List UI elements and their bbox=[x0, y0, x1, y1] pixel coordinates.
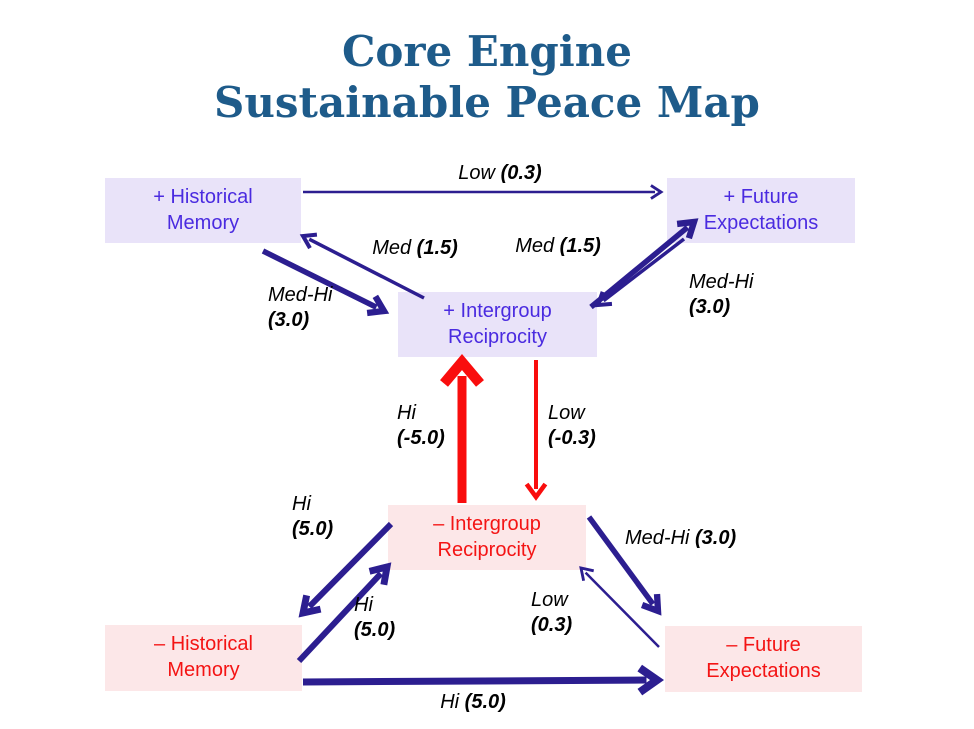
node-label-line: Reciprocity bbox=[437, 538, 537, 561]
edge-label-neg-hm-to-neg-fe: Hi (5.0) bbox=[440, 691, 506, 713]
edge-neg-intergroup-reciprocity-to-pos-intergroup-reciprocity bbox=[440, 353, 484, 503]
edge-label-neg-fe-to-neg-ir: Low (0.3) bbox=[531, 589, 573, 636]
edge-line bbox=[584, 571, 660, 648]
edge-arrowhead bbox=[368, 562, 392, 586]
edge-pos-historical-memory-to-pos-future-expectations bbox=[303, 184, 664, 200]
node-label-line: Reciprocity bbox=[448, 325, 547, 348]
node-neg-intergroup-reciprocity: – Intergroup Reciprocity bbox=[388, 505, 586, 570]
edge-label-pos-hm-to-pos-fe: Low (0.3) bbox=[458, 162, 542, 184]
page-title-line-2: Sustainable Peace Map bbox=[214, 78, 760, 128]
page-title-line-1: Core Engine bbox=[341, 27, 633, 76]
edge-label-pos-hm-to-pos-ir: Med-Hi (3.0) bbox=[268, 284, 333, 331]
edge-arrowhead bbox=[637, 664, 665, 696]
edge-label-neg-ir-to-pos-ir: Hi (-5.0) bbox=[397, 402, 445, 449]
edge-label-neg-ir-to-neg-fe: Med-Hi (3.0) bbox=[625, 527, 737, 549]
node-label-line: – Future bbox=[726, 634, 801, 657]
edge-line bbox=[302, 676, 647, 686]
edge-arrowhead bbox=[595, 291, 613, 308]
node-label-line: Expectations bbox=[706, 660, 821, 682]
edge-arrowhead bbox=[640, 593, 662, 616]
edge-label-neg-hm-to-neg-ir: Hi (5.0) bbox=[354, 594, 396, 641]
edge-label-pos-ir-to-pos-hm: Med (1.5) bbox=[372, 237, 458, 259]
edge-label-pos-ir-to-neg-ir: Low (-0.3) bbox=[548, 402, 596, 449]
node-label-line: + Intergroup bbox=[443, 299, 552, 322]
edge-neg-historical-memory-to-neg-future-expectations bbox=[302, 664, 665, 696]
node-label-line: Expectations bbox=[703, 211, 819, 234]
edge-label-neg-ir-to-neg-hm: Hi (5.0) bbox=[292, 493, 334, 540]
node-pos-historical-memory: + Historical Memory bbox=[105, 178, 301, 243]
edge-arrowhead bbox=[440, 353, 484, 387]
edge-line bbox=[602, 237, 686, 303]
edge-pos-future-expectations-to-pos-intergroup-reciprocity bbox=[595, 237, 686, 308]
edge-label-pos-ir-to-pos-fe: Med-Hi (3.0) bbox=[689, 271, 754, 318]
node-label-line: Memory bbox=[167, 659, 240, 681]
edge-arrowhead bbox=[366, 294, 390, 317]
node-label-line: – Historical bbox=[154, 633, 253, 656]
edge-pos-intergroup-reciprocity-to-neg-intergroup-reciprocity bbox=[524, 360, 548, 501]
node-neg-historical-memory: – Historical Memory bbox=[105, 625, 302, 691]
edge-arrowhead bbox=[524, 482, 548, 501]
node-label-line: – Intergroup bbox=[433, 512, 541, 535]
page-title: Core Engine Sustainable Peace Map bbox=[0, 26, 974, 128]
node-label-line: + Historical bbox=[153, 185, 253, 208]
edge-label-pos-fe-to-pos-ir: Med (1.5) bbox=[515, 235, 601, 257]
edge-arrowhead bbox=[650, 184, 664, 200]
node-label-line: + Future bbox=[723, 185, 799, 208]
edge-arrowhead bbox=[299, 232, 318, 250]
node-pos-intergroup-reciprocity: + Intergroup Reciprocity bbox=[398, 292, 597, 357]
node-label-line: Memory bbox=[166, 211, 240, 234]
node-pos-future-expectations: + Future Expectations bbox=[667, 178, 855, 243]
edge-arrowhead bbox=[298, 594, 322, 618]
node-neg-future-expectations: – Future Expectations bbox=[665, 626, 862, 692]
edge-neg-future-expectations-to-neg-intergroup-reciprocity bbox=[579, 566, 660, 648]
